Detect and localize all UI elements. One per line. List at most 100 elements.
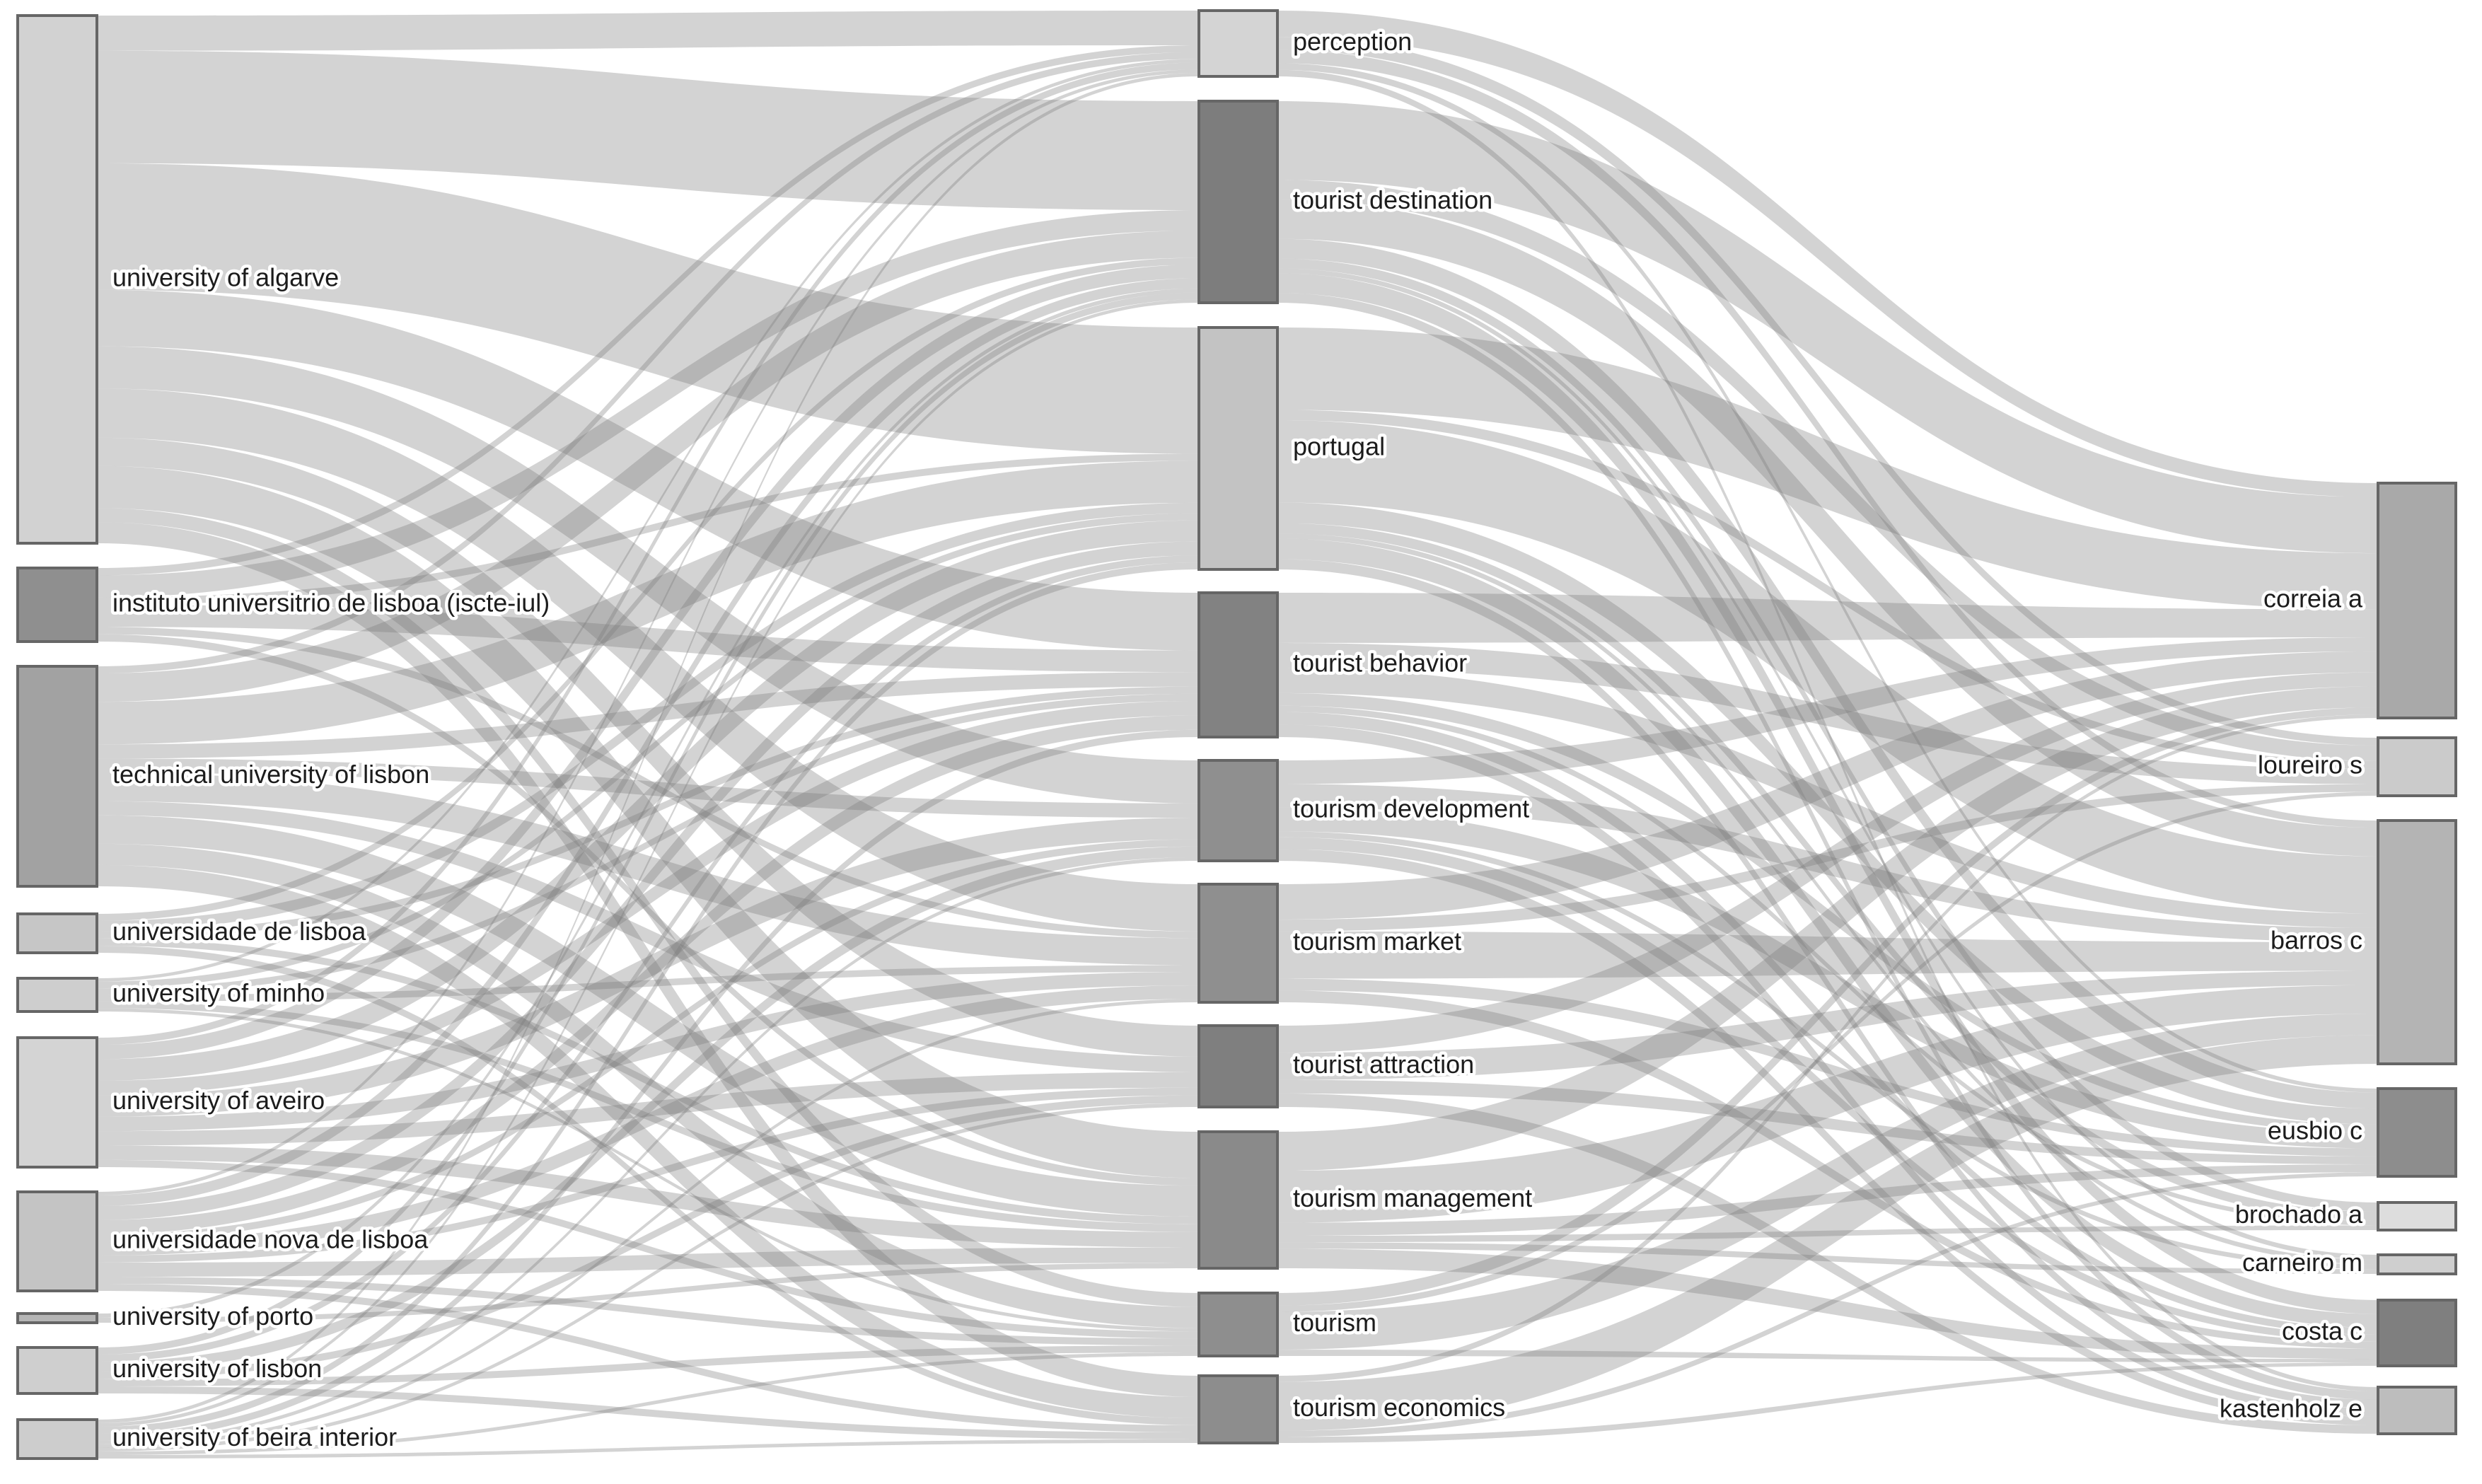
- sankey-node-affiliations-5: [16, 1036, 98, 1169]
- sankey-ribbon: [97, 465, 1199, 1178]
- sankey-ribbon: [1277, 686, 2378, 1171]
- sankey-ribbon: [97, 460, 1199, 745]
- sankey-ribbon: [97, 299, 1199, 1427]
- sankey-node-keywords-9: [1197, 1374, 1279, 1444]
- sankey-ribbon: [97, 1001, 1199, 1232]
- sankey-ribbon: [1277, 978, 2378, 1157]
- sankey-node-affiliations-0: [16, 14, 98, 545]
- sankey-node-label: instituto universitrio de lisboa (iscte-…: [112, 589, 550, 618]
- sankey-node-label: barros c: [2271, 926, 2362, 955]
- sankey-node-keywords-5: [1197, 883, 1279, 1004]
- sankey-ribbon: [97, 62, 1199, 1045]
- sankey-node-label: technical university of lisbon: [112, 760, 429, 789]
- sankey-ribbon: [1277, 1164, 2378, 1236]
- sankey-node-label: tourism development: [1293, 794, 1529, 823]
- sankey-node-affiliations-9: [16, 1418, 98, 1460]
- sankey-ribbon: [97, 1345, 1199, 1386]
- sankey-node-label: correia a: [2263, 584, 2363, 613]
- sankey-ribbon: [97, 555, 1199, 1362]
- sankey-node-label: tourism market: [1293, 927, 1461, 956]
- sankey-ribbon: [97, 843, 1199, 1328]
- sankey-node-keywords-8: [1197, 1292, 1279, 1357]
- sankey-ribbon: [97, 1277, 1199, 1346]
- sankey-ribbon: [97, 562, 1199, 1434]
- sankey-ribbon: [1277, 990, 2378, 1349]
- sankey-ribbon: [1277, 1093, 2378, 1434]
- sankey-ribbon: [1277, 692, 2378, 1132]
- sankey-ribbon: [1277, 533, 2378, 1265]
- sankey-ribbon: [1277, 1035, 2378, 1431]
- sankey-ribbon: [97, 513, 1199, 989]
- sankey-ribbon: [1277, 11, 2378, 497]
- sankey-node-label: tourist behavior: [1293, 649, 1467, 678]
- sankey-ribbon: [1277, 101, 2378, 554]
- sankey-ribbon: [97, 52, 1199, 674]
- sankey-ribbon: [97, 772, 1199, 966]
- sankey-node-affiliations-8: [16, 1346, 98, 1395]
- sankey-node-label: costa c: [2282, 1316, 2362, 1345]
- sankey-ribbon: [1277, 69, 2378, 1392]
- sankey-ribbon: [97, 69, 1199, 1195]
- sankey-ribbon: [1277, 63, 2378, 1093]
- sankey-ribbon: [97, 972, 1199, 1132]
- sankey-ribbon: [97, 1103, 1199, 1451]
- sankey-ribbon: [97, 846, 1199, 1372]
- sankey-ribbon: [1277, 1242, 2378, 1274]
- sankey-ribbon: [1277, 1248, 2378, 1360]
- sankey-ribbon: [1277, 792, 2378, 1312]
- sankey-node-authors-6: [2377, 1299, 2457, 1367]
- sankey-node-affiliations-2: [16, 665, 98, 888]
- sankey-ribbon: [97, 437, 1199, 1057]
- sankey-nodes: [16, 9, 2457, 1460]
- sankey-node-keywords-0: [1197, 9, 1279, 78]
- sankey-ribbon: [1277, 712, 2378, 1335]
- sankey-node-keywords-2: [1197, 326, 1279, 571]
- sankey-ribbon: [1277, 668, 2378, 928]
- sankey-ribbon: [97, 672, 1199, 759]
- sankey-ribbon: [97, 839, 1199, 1241]
- sankey-ribbon: [1277, 50, 2378, 828]
- sankey-ribbon: [1277, 1172, 2378, 1437]
- sankey-ribbon: [97, 627, 1199, 939]
- sankey-ribbon: [97, 278, 1199, 1206]
- sankey-ribbon: [1277, 410, 2378, 769]
- sankey-node-label: eusbio c: [2268, 1116, 2362, 1145]
- sankey-node-keywords-7: [1197, 1130, 1279, 1270]
- sankey-ribbon: [1277, 970, 2378, 1080]
- sankey-ribbon: [1277, 705, 2378, 1226]
- sankey-ribbon: [1277, 593, 2378, 643]
- sankey-node-authors-3: [2377, 1087, 2457, 1178]
- sankey-ribbon: [97, 1145, 1199, 1248]
- sankey-ribbon: [1277, 523, 2378, 1221]
- sankey-ribbon: [97, 1352, 1199, 1455]
- sankey-ribbon: [1277, 327, 2378, 610]
- sankey-ribbon: [97, 801, 1199, 1072]
- sankey-ribbon: [1277, 37, 2378, 746]
- sankey-ribbon: [97, 693, 1199, 995]
- sankey-ribbon: [97, 818, 1199, 1117]
- sankey-node-authors-1: [2377, 736, 2457, 797]
- sankey-ribbon: [97, 388, 1199, 932]
- sankey-ribbon: [1277, 1362, 2378, 1443]
- sankey-ribbon: [97, 522, 1199, 1398]
- sankey-node-authors-2: [2377, 819, 2457, 1065]
- sankey-node-affiliations-6: [16, 1190, 98, 1292]
- sankey-ribbon: [1277, 1014, 2378, 1350]
- sankey-ribbon: [1277, 784, 2378, 932]
- sankey-ribbon: [1277, 831, 2378, 1270]
- sankey-ribbon: [97, 1008, 1199, 1332]
- sankey-ribbon: [97, 210, 1199, 598]
- sankey-ribbon: [97, 541, 1199, 1220]
- sankey-ribbon: [97, 288, 1199, 1318]
- sankey-node-affiliations-3: [16, 912, 98, 954]
- sankey-ribbon: [1277, 931, 2378, 979]
- sankey-ribbon: [97, 453, 1199, 605]
- sankey-ribbon: [97, 946, 1199, 1425]
- sankey-node-label: university of porto: [112, 1302, 313, 1331]
- sankey-node-affiliations-4: [16, 977, 98, 1013]
- sankey-ribbon: [1277, 199, 2378, 857]
- sankey-ribbon: [1277, 238, 2378, 1109]
- sankey-ribbon: [1277, 180, 2378, 761]
- sankey-ribbon: [97, 50, 1199, 211]
